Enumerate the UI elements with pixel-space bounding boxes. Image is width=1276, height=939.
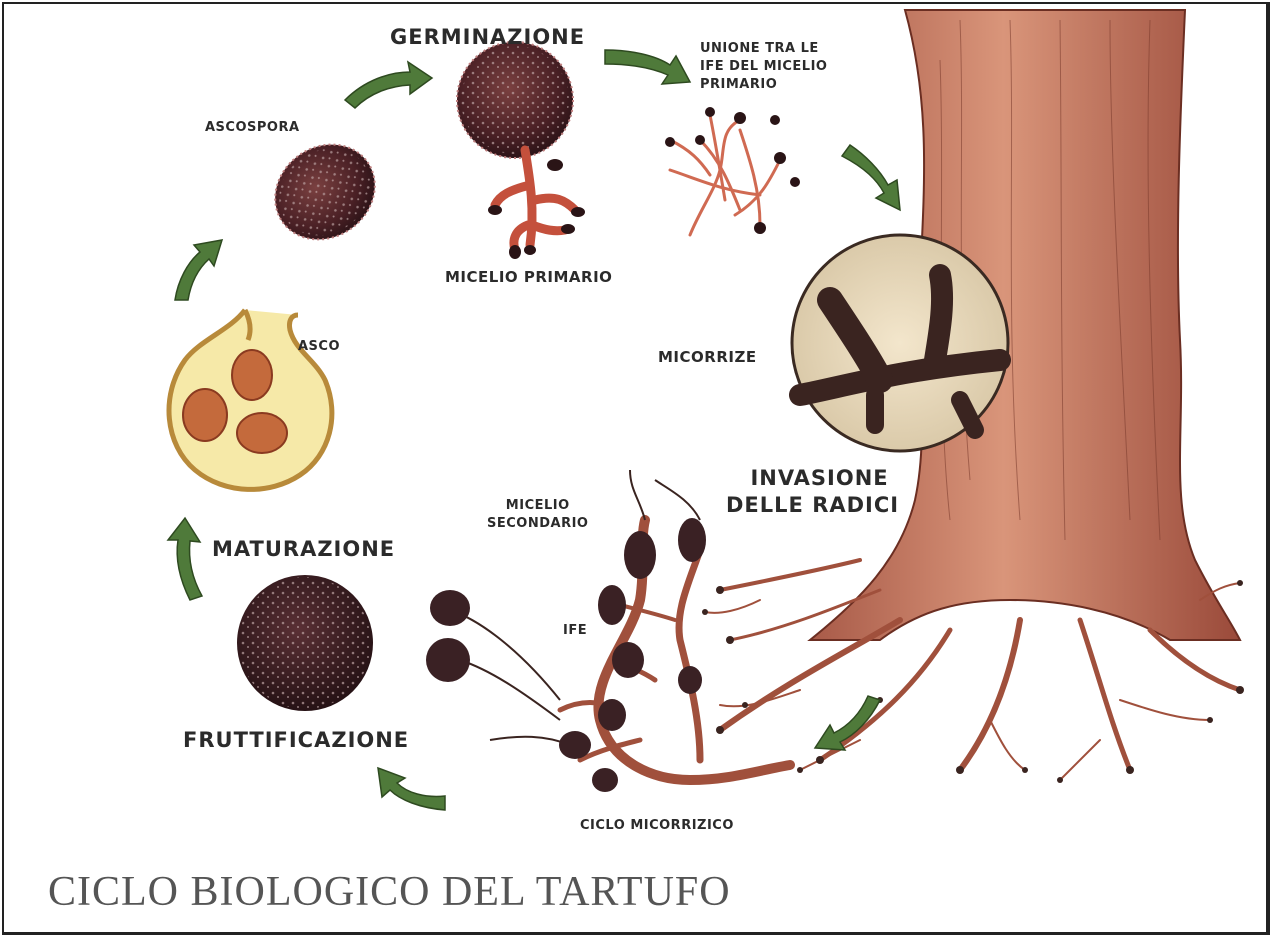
figure-caption: CICLO BIOLOGICO DEL TARTUFO	[48, 868, 731, 916]
label-fruttificazione: FRUTTIFICAZIONE	[183, 728, 409, 752]
label-micorrize: MICORRIZE	[658, 348, 757, 366]
label-maturazione: MATURAZIONE	[212, 537, 395, 561]
label-unione-line1: UNIONE TRA LE	[700, 40, 827, 58]
label-invasione: INVASIONE DELLE RADICI	[740, 465, 899, 519]
label-germinazione: GERMINAZIONE	[390, 25, 585, 49]
arrow-fruttificazione-to-maturazione	[168, 518, 202, 600]
hyphae-union	[670, 115, 780, 235]
germinating-spore	[457, 42, 585, 259]
label-invasione-line1: INVASIONE	[740, 465, 899, 492]
label-ascospora: ASCOSPORA	[205, 119, 300, 137]
arrow-ciclo-to-fruttificazione	[378, 768, 445, 810]
label-micelio-primario: MICELIO PRIMARIO	[445, 268, 612, 286]
label-unione-line3: PRIMARIO	[700, 76, 827, 94]
label-ife: IFE	[563, 622, 587, 640]
label-unione: UNIONE TRA LE IFE DEL MICELIO PRIMARIO	[700, 40, 827, 94]
label-ciclo-micorrizico: CICLO MICORRIZICO	[580, 817, 734, 835]
ascus-sac	[169, 310, 332, 489]
arrow-germinazione-to-unione	[605, 50, 690, 84]
mycorrhiza-magnified-circle	[792, 235, 1008, 451]
label-micelio-secondario: MICELIO SECONDARIO	[487, 497, 588, 533]
mature-truffle	[237, 575, 373, 711]
ascospora-spore	[257, 125, 394, 258]
label-micelio-secondario-line2: SECONDARIO	[487, 515, 588, 533]
arrow-unione-to-micorrize	[842, 145, 900, 210]
arrow-ascospora-to-germinazione	[345, 62, 432, 108]
label-micelio-secondario-line1: MICELIO	[487, 497, 588, 515]
label-unione-line2: IFE DEL MICELIO	[700, 58, 827, 76]
arrow-asco-to-ascospora	[175, 240, 222, 300]
label-invasione-line2: DELLE RADICI	[726, 492, 899, 519]
label-asco: ASCO	[298, 338, 340, 356]
